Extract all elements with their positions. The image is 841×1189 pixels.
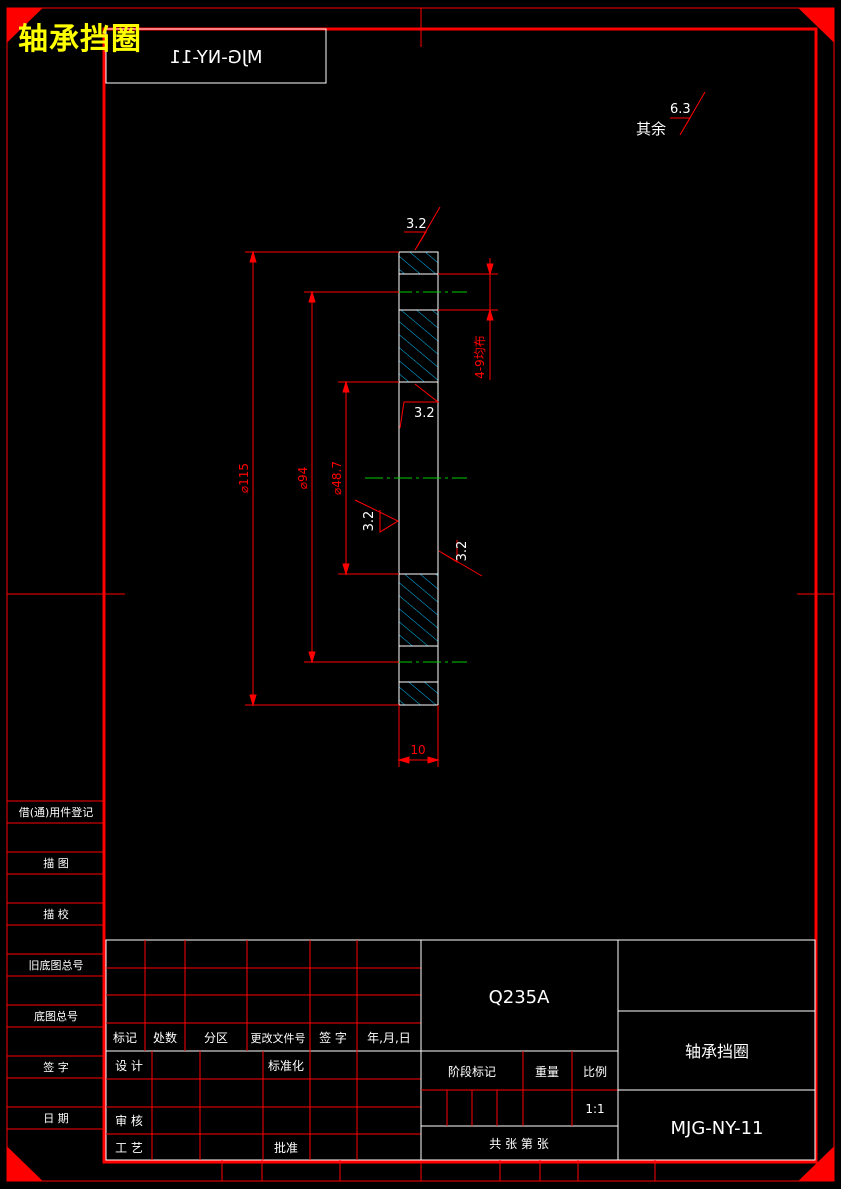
- rev-header: 更改文件号: [251, 1031, 306, 1045]
- dim-thickness: 10: [410, 743, 425, 757]
- roughness-right-face: 3.2: [455, 541, 470, 562]
- scale-value: 1:1: [585, 1102, 604, 1116]
- roughness-top: 3.2: [406, 217, 427, 232]
- rev-header: 标记: [113, 1031, 137, 1045]
- title-block-grid: [105, 939, 816, 1181]
- roughness-symbols: [354, 206, 483, 577]
- design-label: 设 计: [115, 1059, 143, 1073]
- rev-header: 处数: [153, 1030, 177, 1045]
- side-table: [7, 800, 104, 1130]
- dim-holes: 4-9均布: [473, 335, 487, 379]
- drawing-number: MJG-NY-11: [670, 1118, 763, 1139]
- side-row-label: 借(通)用件登记: [19, 805, 94, 819]
- roughness-general-value: 6.3: [670, 102, 691, 117]
- side-row-label: 旧底图总号: [29, 958, 84, 972]
- dim-bolt-circle: ⌀94: [296, 467, 310, 490]
- scale-label: 比例: [583, 1065, 607, 1079]
- standardization-label: 标准化: [268, 1059, 304, 1073]
- roughness-left-face: 3.2: [362, 511, 377, 532]
- side-row-label: 底图总号: [34, 1009, 78, 1023]
- dimension-lines: [245, 250, 498, 767]
- side-row-label: 描 图: [43, 856, 69, 870]
- code-box: [105, 28, 327, 84]
- approve-label: 批准: [274, 1140, 298, 1155]
- review-label: 审 核: [115, 1113, 143, 1128]
- rev-header: 年,月,日: [367, 1031, 411, 1045]
- sheets-label: 共 张 第 张: [489, 1137, 548, 1151]
- roughness-general-label: 其余: [636, 120, 666, 138]
- rev-header: 签 字: [319, 1030, 347, 1045]
- side-row-label: 签 字: [43, 1060, 69, 1074]
- dim-outer-diameter: ⌀115: [237, 463, 251, 493]
- code-box-text: MJG-NY-11: [169, 47, 262, 68]
- part-name: 轴承挡圈: [685, 1042, 749, 1061]
- side-row-label: 描 校: [43, 907, 69, 921]
- material-value: Q235A: [489, 987, 551, 1008]
- rev-header: 分区: [204, 1031, 228, 1045]
- sheet-frame: [6, 7, 835, 1182]
- process-label: 工 艺: [115, 1141, 143, 1155]
- side-row-label: 日 期: [43, 1112, 69, 1125]
- drawing-title: 轴承挡圈: [18, 22, 142, 57]
- general-roughness: 其余 6.3: [636, 91, 706, 138]
- weight-label: 重量: [535, 1065, 559, 1079]
- stage-mark-label: 阶段标记: [448, 1064, 496, 1079]
- roughness-bore-top: 3.2: [414, 406, 435, 421]
- dim-bore-diameter: ⌀48.7: [330, 461, 344, 495]
